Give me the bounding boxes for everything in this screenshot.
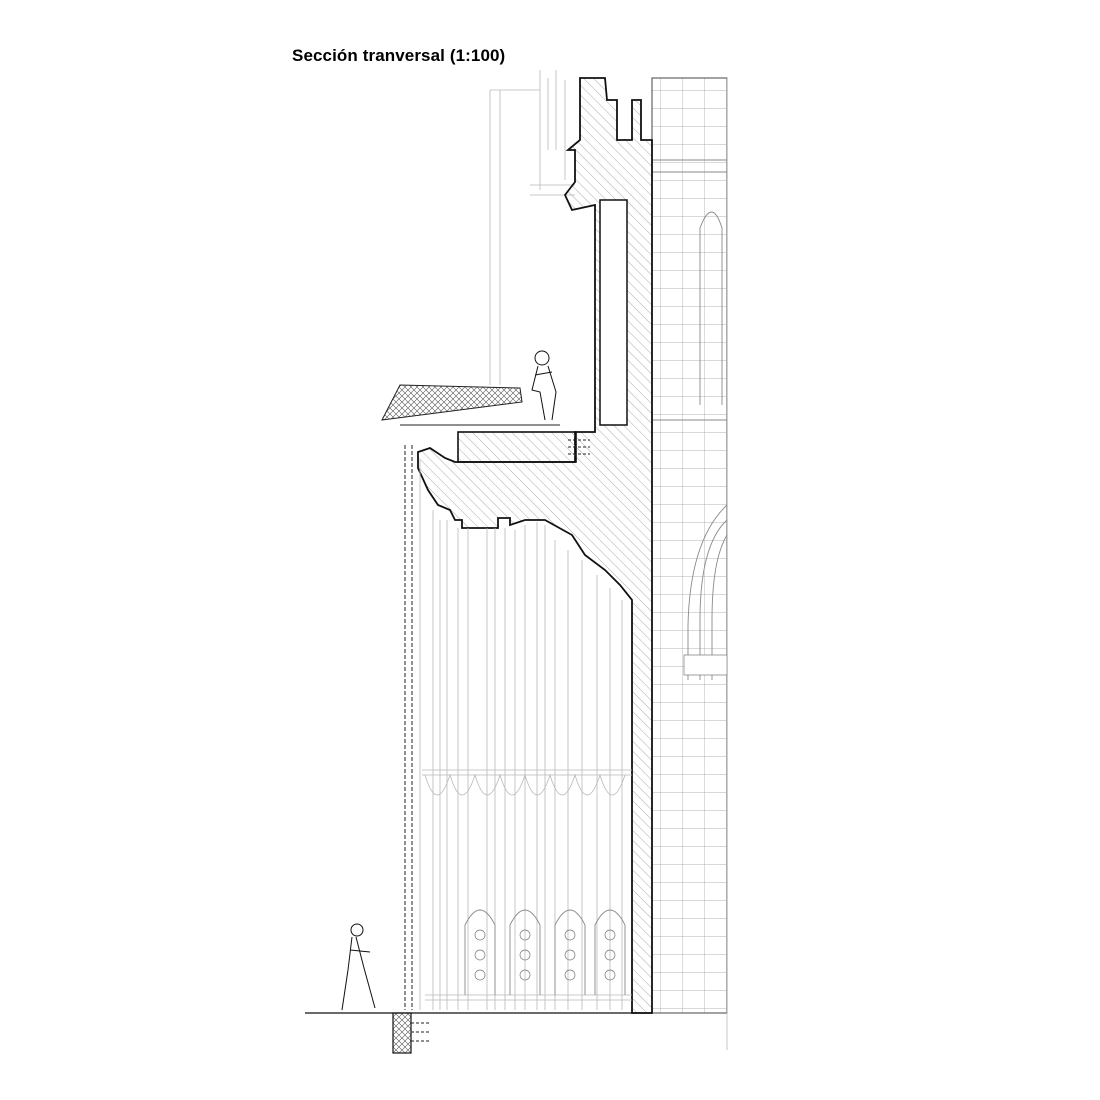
tracery-windows bbox=[464, 909, 626, 995]
foundation-block bbox=[392, 1012, 412, 1054]
background-tower bbox=[489, 70, 575, 385]
facade-elevation bbox=[651, 77, 728, 1050]
floor-slab bbox=[457, 431, 577, 463]
person-on-balcony bbox=[531, 350, 557, 421]
interior-columns bbox=[419, 460, 632, 1010]
person-walking bbox=[341, 923, 376, 1011]
wall-section-cut bbox=[417, 77, 653, 1014]
drawing-title: Sección tranversal (1:100) bbox=[292, 46, 506, 65]
canopy-roof bbox=[381, 384, 523, 421]
downpipe-line bbox=[404, 445, 413, 1010]
